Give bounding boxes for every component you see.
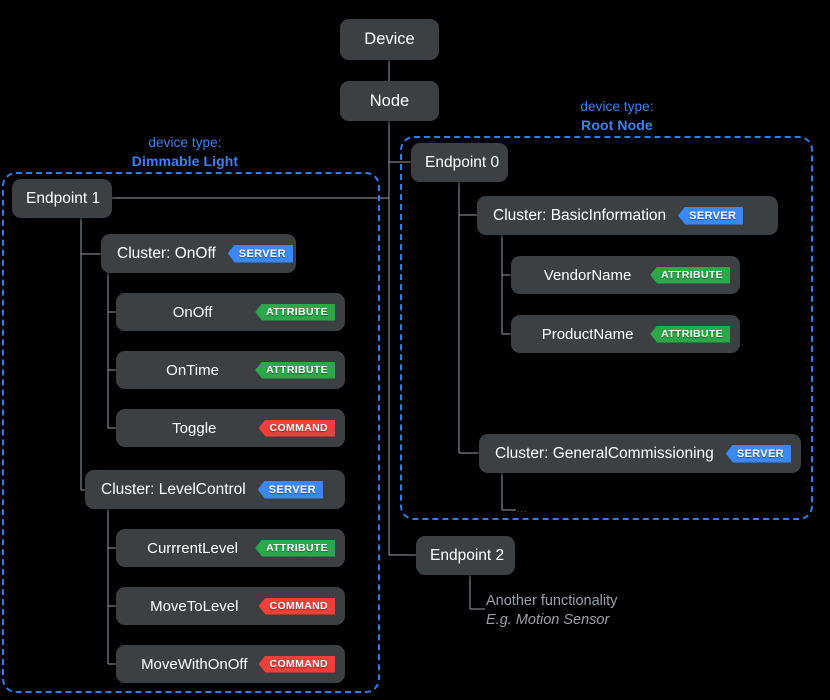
endpoint-1-label: Endpoint 1 (26, 189, 101, 207)
device-type-name: Dimmable Light (131, 153, 239, 169)
attribute-currrentlevel-label: CurrrentLevel (147, 539, 238, 557)
cluster-basicinformation-label: Cluster: BasicInformation (493, 206, 667, 224)
command-badge: COMMAND (258, 419, 335, 437)
attribute-vendorname[interactable]: VendorName ATTRIBUTE (511, 256, 740, 294)
command-badge: COMMAND (258, 597, 335, 615)
endpoint-0-label: Endpoint 0 (425, 153, 500, 171)
endpoint-2-note-line2: E.g. Motion Sensor (486, 612, 610, 628)
command-badge: COMMAND (258, 655, 335, 673)
attribute-badge: ATTRIBUTE (255, 361, 336, 379)
command-movetolevel-label: MoveToLevel (150, 597, 239, 615)
attribute-ontime[interactable]: OnTime ATTRIBUTE (116, 351, 345, 389)
attribute-badge: ATTRIBUTE (255, 303, 335, 321)
attribute-badge: ATTRIBUTE (650, 325, 730, 343)
server-badge: SERVER (725, 444, 791, 463)
node-node-label: Node (369, 91, 410, 110)
command-toggle-label: Toggle (172, 419, 217, 437)
server-badge: SERVER (678, 206, 744, 225)
attribute-onoff[interactable]: OnOff ATTRIBUTE (116, 293, 345, 331)
server-badge: SERVER (227, 244, 293, 263)
device-type-label-root-node: device type: Root Node (534, 98, 700, 134)
node-endpoint-0[interactable]: Endpoint 0 (411, 143, 508, 182)
attribute-productname-label: ProductName (541, 325, 634, 343)
node-endpoint-1[interactable]: Endpoint 1 (12, 179, 112, 218)
node-node[interactable]: Node (340, 81, 439, 121)
endpoint-2-label: Endpoint 2 (430, 546, 505, 564)
cluster-levelcontrol-label: Cluster: LevelControl (101, 480, 246, 498)
attribute-productname[interactable]: ProductName ATTRIBUTE (511, 315, 740, 353)
device-type-region-dimmable-light (2, 172, 380, 693)
command-movetolevel[interactable]: MoveToLevel COMMAND (116, 587, 345, 625)
device-type-prefix: device type: (580, 99, 654, 114)
attribute-currrentlevel[interactable]: CurrrentLevel ATTRIBUTE (116, 529, 345, 567)
cluster-children-ellipsis: ... (517, 504, 528, 514)
cluster-basicinformation[interactable]: Cluster: BasicInformation SERVER (477, 196, 778, 235)
cluster-levelcontrol[interactable]: Cluster: LevelControl SERVER (85, 470, 345, 509)
command-movewithonoff[interactable]: MoveWithOnOff COMMAND (116, 645, 345, 683)
cluster-generalcommissioning[interactable]: Cluster: GeneralCommissioning SERVER (479, 434, 801, 473)
cluster-onoff-label: Cluster: OnOff (117, 244, 216, 262)
device-type-prefix: device type: (148, 135, 222, 150)
node-endpoint-2[interactable]: Endpoint 2 (416, 536, 515, 575)
device-type-label-dimmable-light: device type: Dimmable Light (100, 134, 270, 170)
attribute-ontime-label: OnTime (166, 361, 219, 379)
attribute-onoff-label: OnOff (172, 303, 213, 321)
command-movewithonoff-label: MoveWithOnOff (141, 655, 248, 673)
device-type-name: Root Node (581, 117, 653, 133)
attribute-vendorname-label: VendorName (543, 266, 632, 284)
attribute-badge: ATTRIBUTE (650, 266, 730, 284)
cluster-generalcommissioning-label: Cluster: GeneralCommissioning (495, 444, 714, 462)
node-device-label: Device (364, 30, 415, 48)
device-type-region-root-node (400, 136, 813, 520)
command-toggle[interactable]: Toggle COMMAND (116, 409, 345, 447)
attribute-badge: ATTRIBUTE (255, 539, 335, 557)
node-device[interactable]: Device (340, 19, 439, 60)
endpoint-2-note: Another functionality E.g. Motion Sensor (486, 592, 617, 630)
endpoint-2-note-line1: Another functionality (486, 593, 618, 609)
cluster-onoff[interactable]: Cluster: OnOff SERVER (101, 234, 296, 273)
server-badge: SERVER (257, 480, 323, 499)
